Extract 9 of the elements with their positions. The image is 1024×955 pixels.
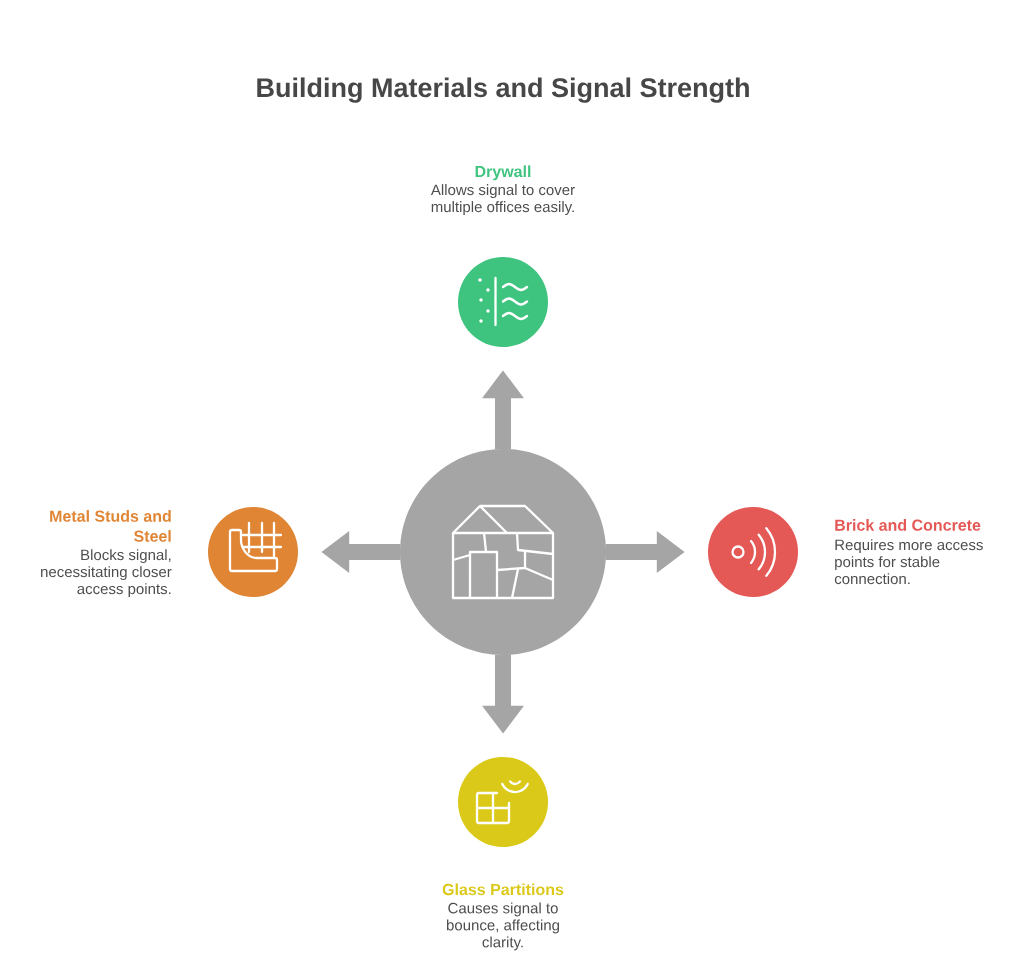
description: Blocks signal, necessitating closer access points.	[41, 549, 172, 598]
description: Causes signal to bounce, affecting clarity.	[447, 902, 559, 951]
heading: Glass Partitions	[442, 883, 564, 896]
description: Requires more access points for stable connection.	[834, 539, 983, 585]
title: Building Materials and Signal Strength	[257, 77, 749, 103]
description: Allows signal to cover multiple offices easily.	[430, 184, 575, 216]
heading: Metal Studs and Steel	[50, 510, 171, 542]
heading: Brick and Concrete	[835, 519, 981, 531]
heading: Drywall	[475, 165, 531, 181]
